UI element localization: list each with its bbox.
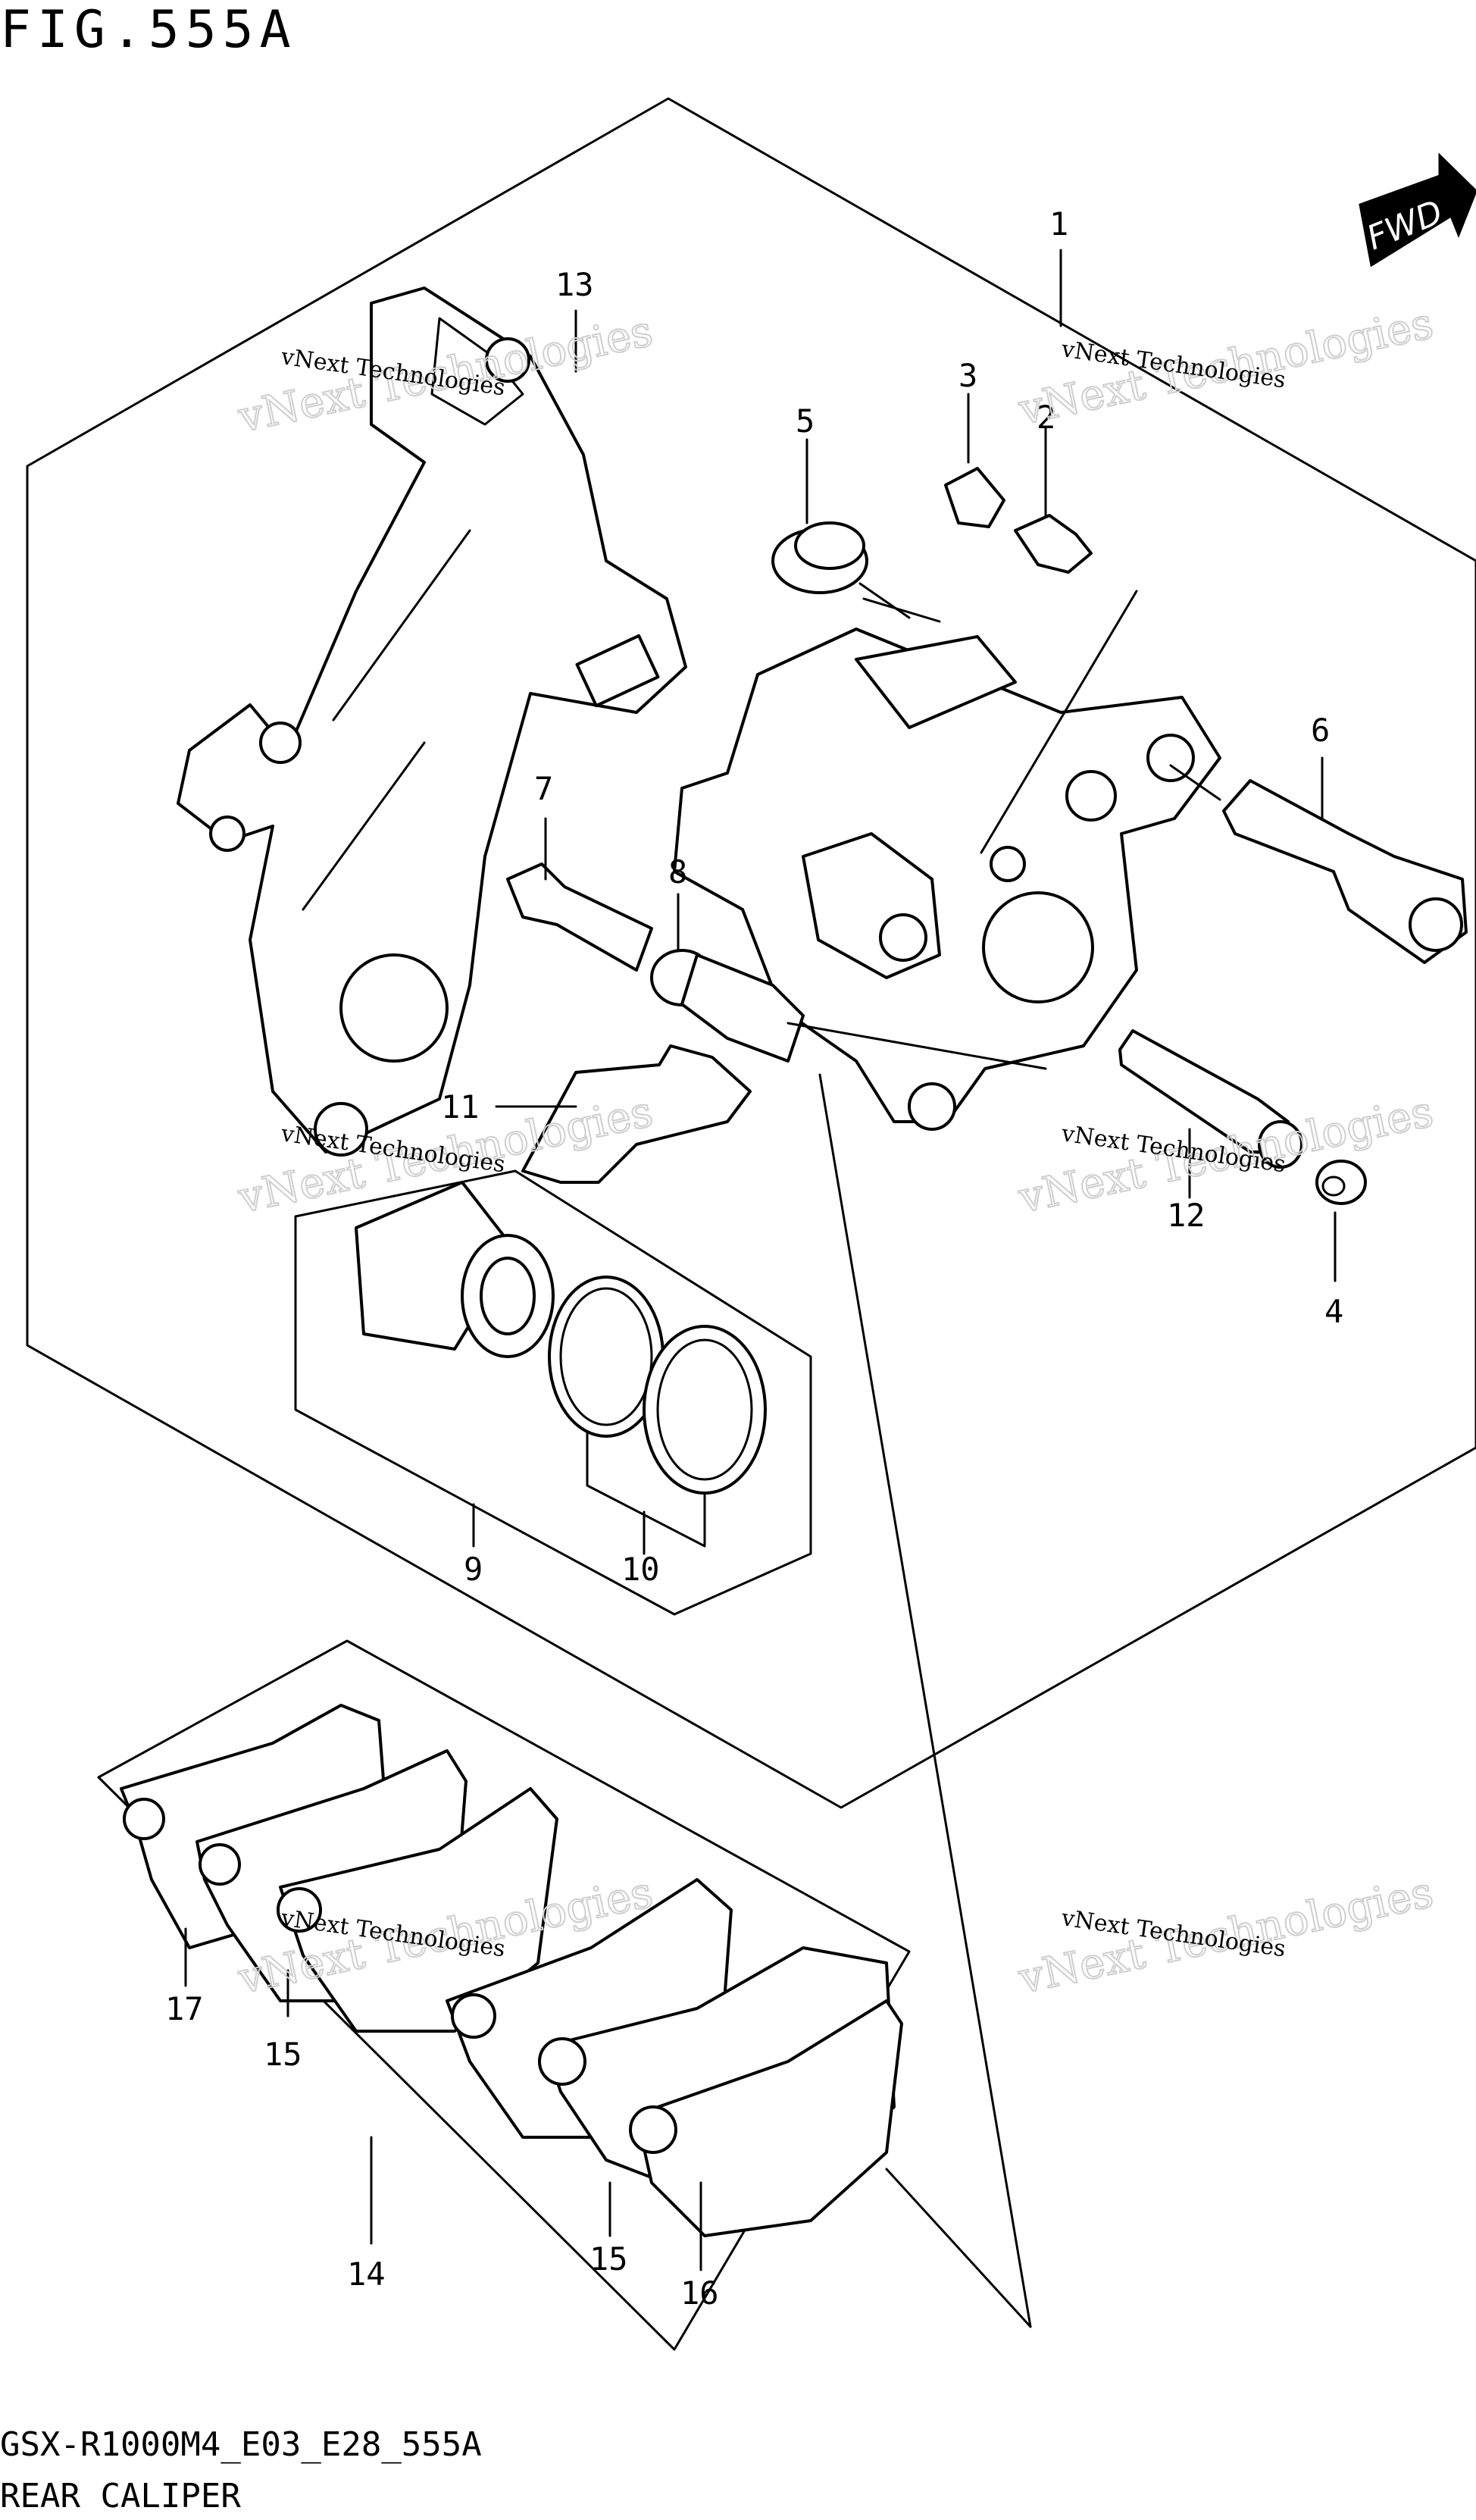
watermark-top-right: vNext Technologies vNext Technologies <box>1013 298 1438 435</box>
slide-pin-part <box>1169 764 1468 964</box>
nut-part <box>1315 1160 1367 1205</box>
callout-11: 11 <box>441 1088 480 1125</box>
slide-pin-bolt-part <box>1118 1029 1303 1169</box>
callout-13: 13 <box>555 266 594 303</box>
leader-line-pad-set-2 <box>885 2168 1032 2328</box>
pad-spring-part <box>521 1044 752 1184</box>
pin-part <box>506 862 653 972</box>
callout-17: 17 <box>165 1990 204 2027</box>
callout-14: 14 <box>347 2255 386 2293</box>
section-name: REAR CALIPER <box>0 2477 241 2515</box>
cap-part <box>944 467 1005 528</box>
callout-2: 2 <box>1037 399 1055 436</box>
callout-12: 12 <box>1167 1197 1206 1234</box>
callout-15-lower: 15 <box>589 2240 628 2277</box>
fwd-arrow-icon: FWD <box>1359 152 1476 268</box>
caliper-bracket-part <box>177 286 687 1157</box>
bleeder-cap-part <box>771 521 911 619</box>
callout-9: 9 <box>464 1551 483 1588</box>
callout-8: 8 <box>668 853 687 891</box>
pad-pin-part <box>650 949 1047 1070</box>
watermark-bottom-right: vNext Technologies vNext Technologies <box>1013 1867 1438 2004</box>
callout-15-upper: 15 <box>264 2036 302 2073</box>
callout-4: 4 <box>1324 1293 1343 1330</box>
bleeder-valve-part <box>980 514 1138 854</box>
piston-group-outline <box>294 1169 812 1616</box>
piston-seals-part <box>548 1276 767 1548</box>
callout-10: 10 <box>621 1551 660 1588</box>
leader-line-pad-set <box>818 1073 1032 2328</box>
callout-7: 7 <box>534 770 553 807</box>
model-code: GSX-R1000M4_E03_E28_555A <box>0 2425 482 2464</box>
callout-labels: 1 2 3 4 5 6 7 8 9 10 11 12 13 14 15 15 1… <box>165 205 1343 2312</box>
callout-16: 16 <box>680 2274 719 2312</box>
caliper-body-part <box>673 597 1221 1131</box>
callout-3: 3 <box>958 357 977 394</box>
figure-title: FIG.555A <box>0 0 297 60</box>
callout-6: 6 <box>1311 712 1330 749</box>
piston-group <box>294 1169 812 1616</box>
caliper-assembly-outline <box>26 97 1476 1809</box>
callout-1: 1 <box>1049 205 1068 243</box>
callout-5: 5 <box>796 402 815 440</box>
pad-shim-lower-part <box>538 1946 903 2237</box>
callout-leaders <box>184 249 1337 2271</box>
brake-pad-middle-part <box>277 1787 558 2033</box>
brake-pad-group-outline <box>97 1639 911 2351</box>
